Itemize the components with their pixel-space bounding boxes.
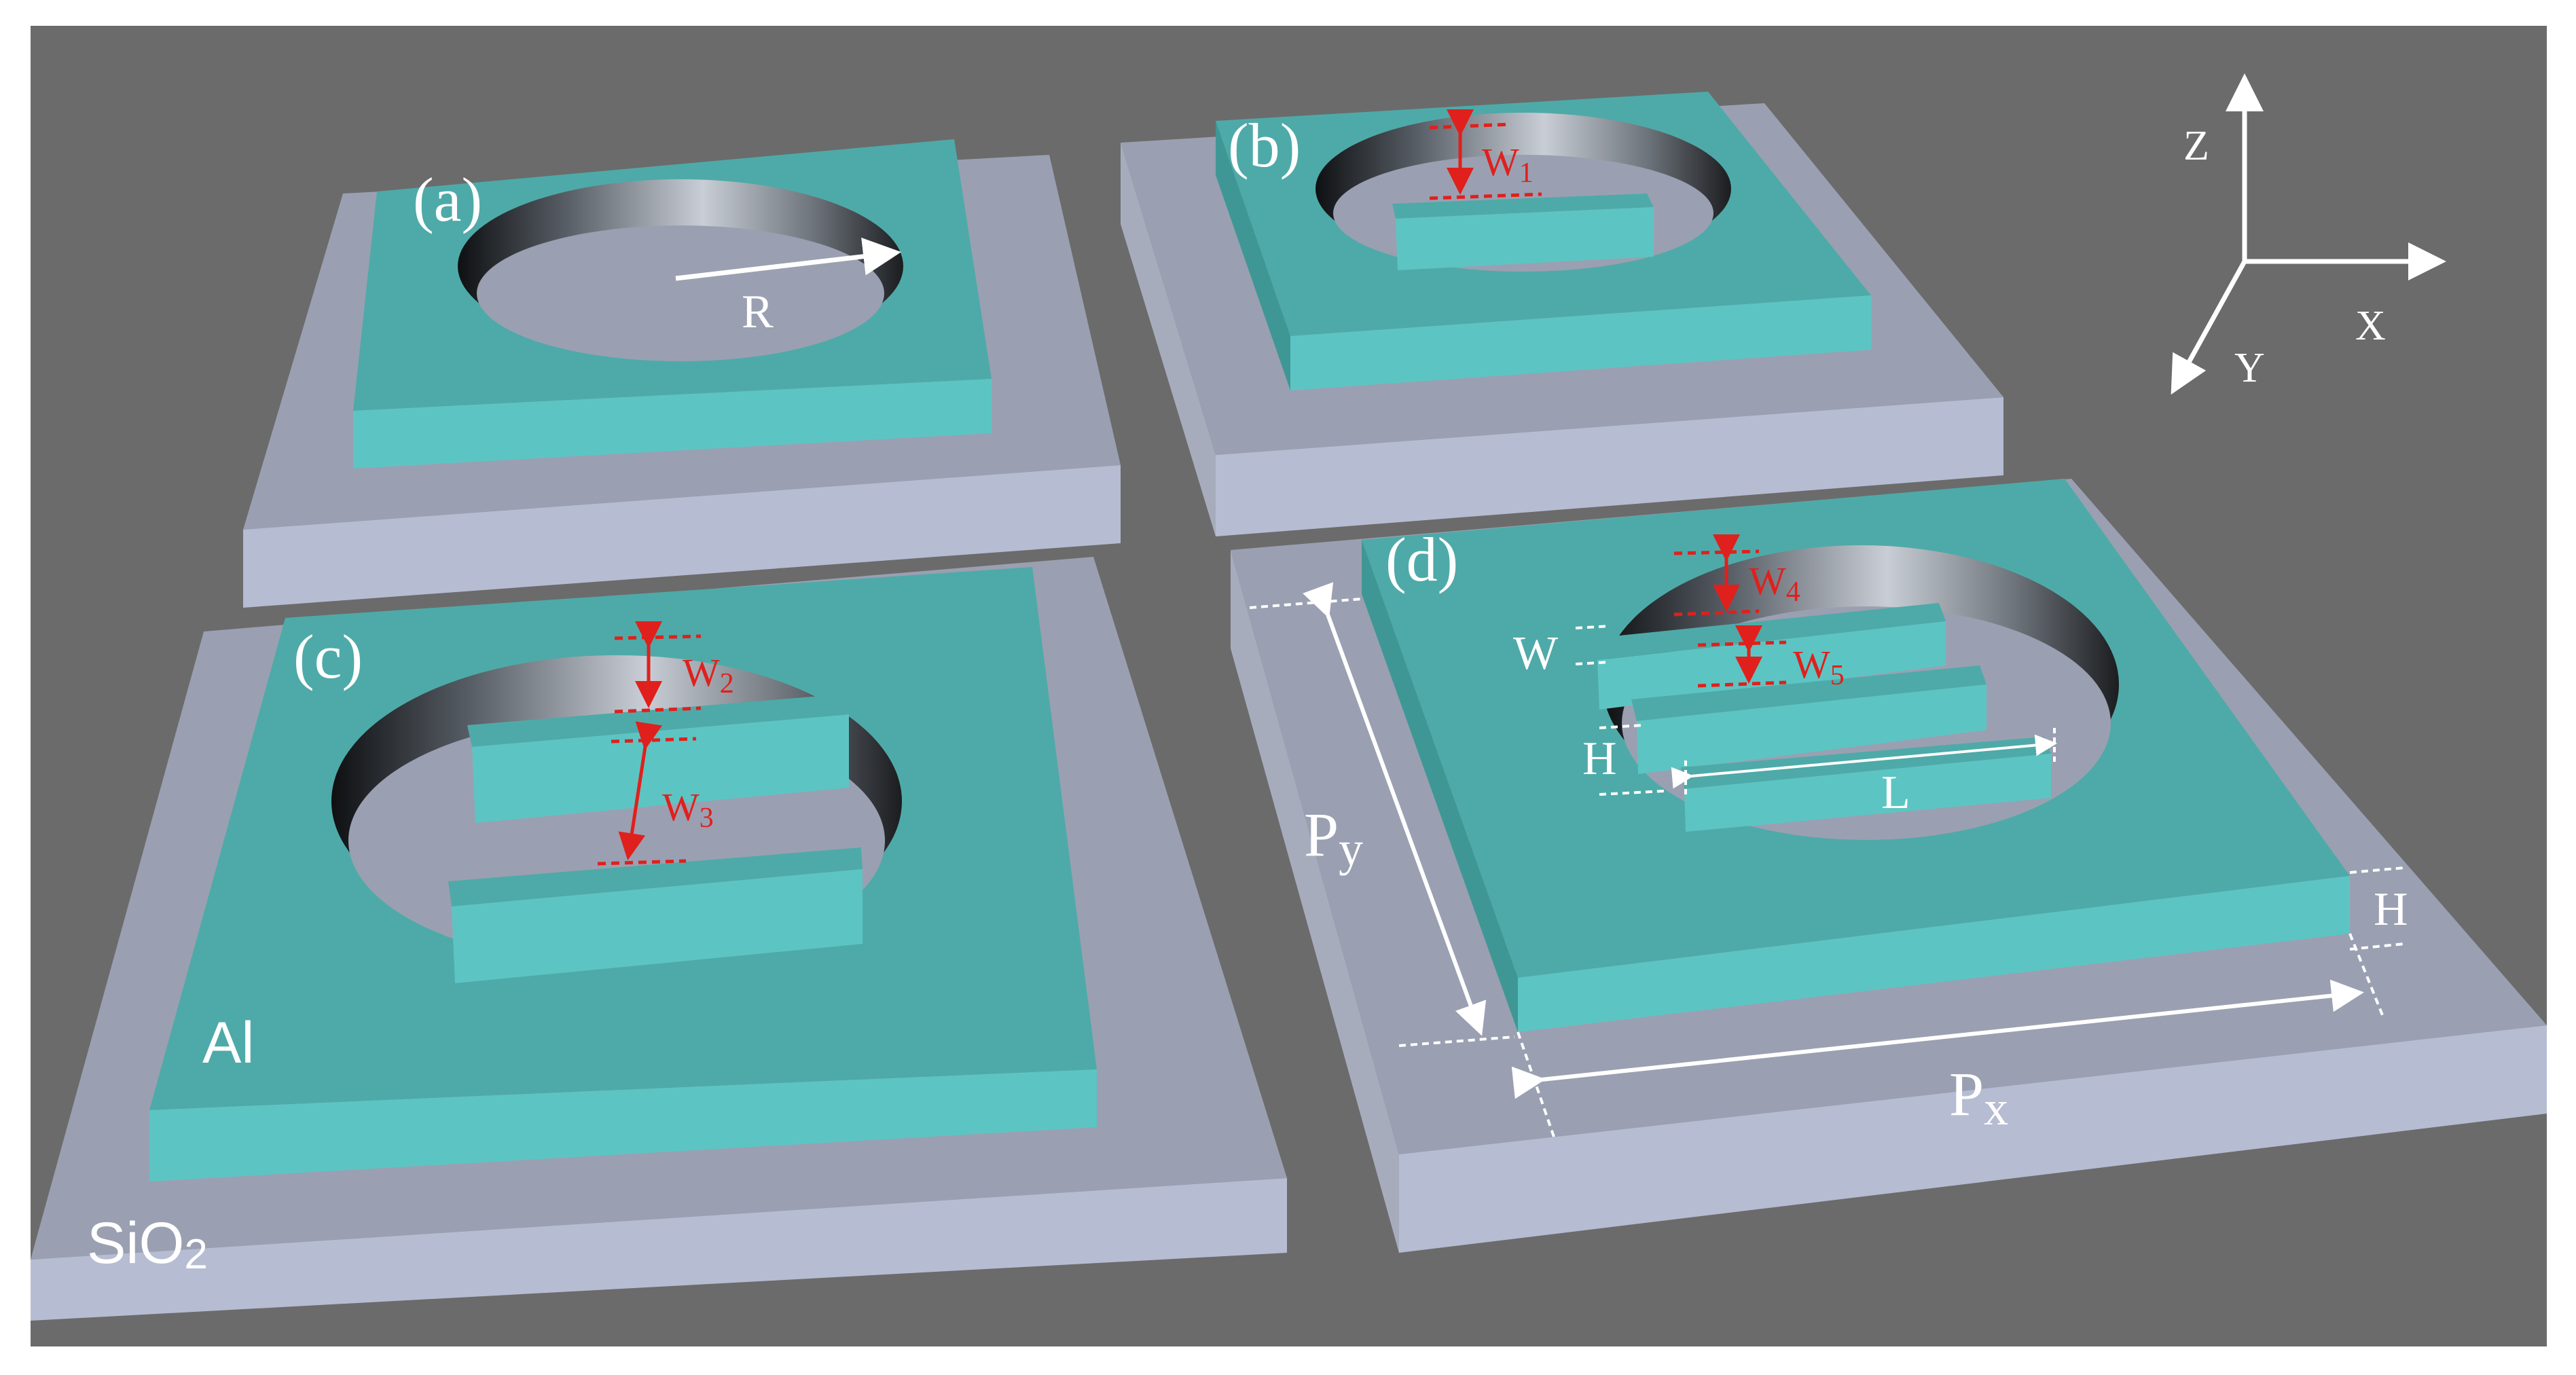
w1-label: W1	[1482, 140, 1534, 189]
h-bar-line-top	[1599, 724, 1644, 729]
w4-line-bottom	[1673, 609, 1760, 617]
w4-label: W4	[1749, 559, 1800, 608]
py-arrow	[1303, 582, 1487, 1036]
w5-label: W5	[1793, 642, 1845, 691]
substrate-a-front	[243, 465, 1121, 608]
substrate-c-front	[31, 1178, 1287, 1321]
panel-a-label: (a)	[413, 165, 482, 234]
substrate-b-front2	[1216, 397, 2003, 536]
aluminum-b-front	[1290, 295, 1871, 390]
panel-d: W4 W5 W H L H Py Px (d)	[1231, 479, 2547, 1253]
w3-line-bottom	[597, 859, 687, 866]
aluminum-material-label: Al	[202, 1010, 254, 1076]
radius-label: R	[742, 286, 774, 338]
substrate-b-front	[1121, 143, 1216, 536]
w2-line-bottom	[614, 706, 702, 714]
h-slab-label: H	[2374, 883, 2408, 936]
w1-line-bottom	[1429, 192, 1542, 200]
bar-b1-top	[1392, 194, 1654, 219]
l-label: L	[1881, 767, 1910, 819]
x-axis-label: X	[2355, 303, 2386, 349]
bar-d1-front	[1597, 621, 1946, 710]
z-axis-label: Z	[2183, 123, 2209, 169]
y-axis	[2171, 260, 2247, 395]
hole-a-floor	[477, 225, 884, 361]
w3-arrow	[618, 721, 663, 860]
aluminum-c-front	[149, 1069, 1097, 1181]
aluminum-b-side	[1216, 121, 1290, 390]
l-arrow	[1671, 734, 2057, 789]
w2-label: W2	[683, 650, 734, 699]
y-axis-label: Y	[2234, 345, 2265, 391]
py-label: Py	[1304, 800, 1363, 876]
px-guide-left	[1517, 1031, 1557, 1141]
bar-c2-front	[452, 869, 863, 983]
h-slab-line-bottom	[2349, 942, 2405, 951]
px-arrow	[1511, 979, 2364, 1099]
w3-label: W3	[662, 785, 714, 834]
sio2-material-label: SiO2	[87, 1211, 208, 1278]
panel-b-label: (b)	[1228, 111, 1301, 180]
h-bar-label: H	[1582, 733, 1617, 785]
w-line-bottom	[1575, 661, 1610, 665]
coordinate-axes: Z X Y	[2171, 73, 2446, 395]
w5-line-bottom	[1697, 680, 1787, 688]
px-guide-right	[2348, 933, 2385, 1019]
panel-d-label: (d)	[1385, 525, 1458, 594]
w-label: W	[1513, 627, 1558, 680]
aluminum-a-front	[353, 379, 992, 469]
panel-b: W1 (b)	[1121, 92, 2003, 536]
bar-d2-top	[1631, 665, 1987, 721]
bar-b1-front	[1396, 207, 1654, 270]
panel-c-label: (c)	[293, 622, 363, 691]
panel-a: R (a)	[243, 139, 1121, 608]
bar-c1-top	[467, 694, 849, 747]
h-slab-line-top	[2349, 866, 2405, 874]
panel-c: W2 W3 (c) Al SiO2	[31, 557, 1287, 1321]
px-label: Px	[1949, 1059, 2008, 1135]
w-line-top	[1575, 625, 1610, 629]
py-guide-bottom	[1398, 1035, 1515, 1047]
bar-c2-top	[448, 847, 863, 906]
radius-arrow	[675, 237, 901, 281]
bar-d1-top	[1593, 603, 1946, 660]
